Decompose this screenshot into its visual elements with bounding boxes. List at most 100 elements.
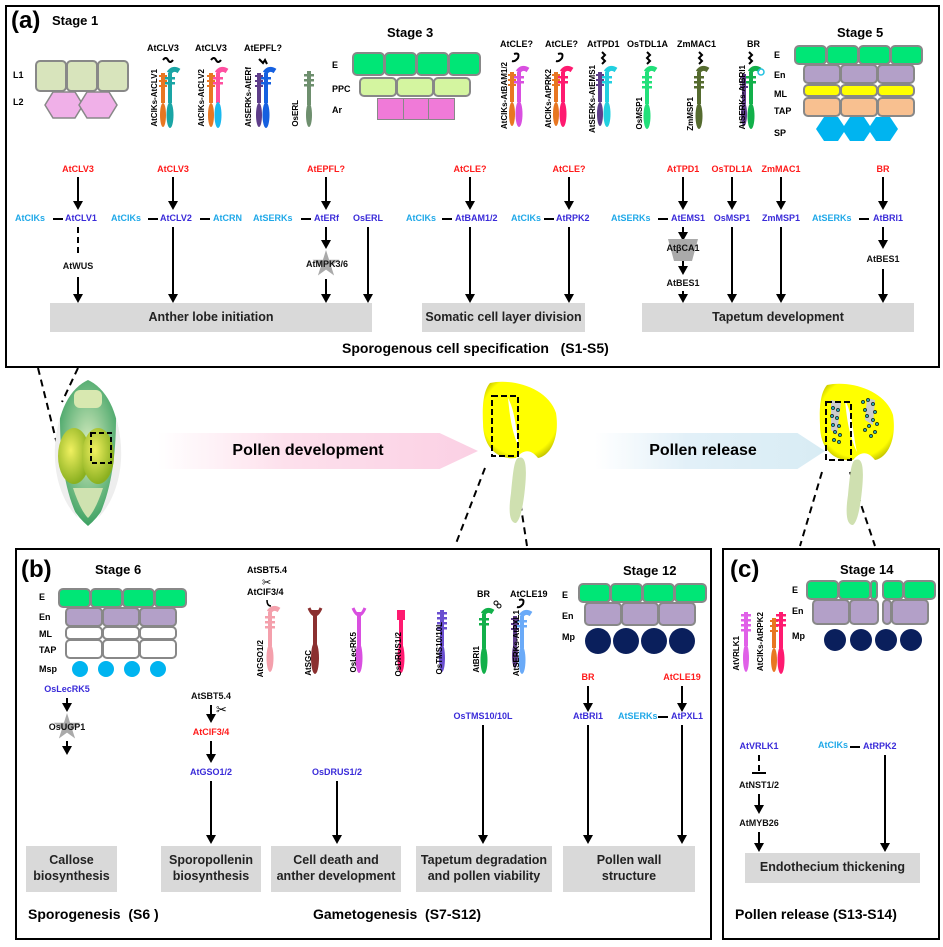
epidermis-cell xyxy=(154,588,187,608)
layer-label-ml: ML xyxy=(39,629,52,639)
receptor-ligand-label: AtTPD1 xyxy=(587,39,620,49)
tapetum-cell xyxy=(102,639,140,659)
downstream-label: AtWUS xyxy=(62,261,94,271)
arrow-head xyxy=(880,843,890,852)
layer-label-en: En xyxy=(562,611,574,621)
arrow-line xyxy=(568,177,570,201)
arrow-line xyxy=(77,177,79,201)
receptor-sgc-icon xyxy=(307,607,323,674)
sporogenous-cells xyxy=(816,117,898,141)
arrow-line xyxy=(780,227,782,295)
arrow-head xyxy=(206,754,216,763)
pollen-development-arrow: Pollen development xyxy=(158,433,478,469)
complex-bond xyxy=(859,218,869,220)
stage-1-title: Stage 1 xyxy=(52,13,99,28)
panel-b-footer-left: Sporogenesis (S6 ) xyxy=(28,906,159,922)
stage-14-title: Stage 14 xyxy=(840,562,894,577)
arrow-head xyxy=(321,240,331,249)
receptor-ostms10-icon xyxy=(437,610,447,672)
layer-label-e: E xyxy=(39,592,46,602)
receptor-ligand-label: AtCLE? xyxy=(500,39,533,49)
receptor-atvrlk1-icon xyxy=(741,612,751,672)
middle-layer-cell xyxy=(139,626,177,640)
outcome-box: Tapetum degradation and pollen viability xyxy=(416,846,552,892)
arrow-line xyxy=(210,781,212,836)
arrow-line xyxy=(336,781,338,836)
endothecium-cell xyxy=(621,602,659,626)
ligand-label: BR xyxy=(876,164,890,174)
stage-6-title: Stage 6 xyxy=(95,562,142,577)
zoom-box xyxy=(90,432,112,464)
mature-pollen xyxy=(669,628,695,654)
coreceptor-label: AtCIKs xyxy=(406,213,437,223)
coreceptor-label: AtSERKs xyxy=(611,213,651,223)
layer-label-en: En xyxy=(774,70,786,80)
receptor-name-label: AtSERKs-AtPXL1 xyxy=(512,610,521,677)
receptor-label: AtCLV2 xyxy=(160,213,192,223)
panel-b: (b) Stage 6 E En ML TAP Msp AtSBT5.4 ✂ A… xyxy=(15,548,712,940)
arrow-line xyxy=(882,177,884,201)
arrow-head xyxy=(583,703,593,712)
receptor-name-label: AtBRI1 xyxy=(472,646,481,673)
flower-bud-illustration xyxy=(54,380,122,526)
endothecium-cell xyxy=(658,602,696,626)
receptor-name-label: AtSGC xyxy=(304,650,313,676)
peptide-icon xyxy=(511,52,520,63)
receptor-ciks-rpk2-icon xyxy=(770,612,786,674)
mature-pollen xyxy=(613,628,639,654)
arrow-line xyxy=(682,177,684,201)
arrow-head xyxy=(727,201,737,210)
arrow-head xyxy=(678,201,688,210)
indirect-link xyxy=(77,227,79,253)
arrow-head xyxy=(678,294,688,303)
panel-a-footer: Sporogenous cell specification (S1-S5) xyxy=(342,340,609,356)
arrow-head xyxy=(678,266,688,275)
arrow-head xyxy=(776,294,786,303)
receptor-ligand-label: BR xyxy=(477,589,490,599)
receptor-label: OsLecRK5 xyxy=(44,684,90,694)
peptide-icon xyxy=(266,599,272,607)
scissors-icon: ✂ xyxy=(216,702,227,717)
outcome-line: structure xyxy=(601,869,657,883)
receptor-label: OsDRUS1/2 xyxy=(311,767,363,777)
layer-label-e: E xyxy=(562,590,569,600)
endothecium-cell xyxy=(812,599,850,625)
downstream-label: AtβCA1 xyxy=(666,243,700,253)
epidermis-cell xyxy=(90,588,123,608)
ligand-label: AtCLV3 xyxy=(157,164,189,174)
arrow-line xyxy=(482,725,484,836)
inhibition-bar xyxy=(752,772,766,774)
arrow-line xyxy=(66,698,68,704)
pollen-grains xyxy=(830,398,879,444)
outcome-line: Callose xyxy=(49,853,94,868)
receptor-label: AtBRI1 xyxy=(572,711,604,721)
receptor-label: AtPXL1 xyxy=(671,711,704,721)
receptor-label: AtBAM1/2 xyxy=(455,213,498,223)
outcome-line: Tapetum degradation xyxy=(420,853,548,868)
receptor-ligand-label: ZmMAC1 xyxy=(677,39,717,49)
layer-label-tap: TAP xyxy=(39,645,57,655)
arrow-line xyxy=(568,227,570,295)
coreceptor-label: AtSERKs xyxy=(812,213,852,223)
epidermis-cell xyxy=(122,588,155,608)
arrow-head xyxy=(332,835,342,844)
arrow-line xyxy=(587,725,589,836)
arrow-head xyxy=(62,746,72,755)
receptor-oslecrk5-icon xyxy=(351,607,367,673)
layer-label-msp: Msp xyxy=(39,664,57,674)
epidermis-cell xyxy=(610,583,643,603)
complex-bond xyxy=(301,218,311,220)
mature-pollen xyxy=(641,628,667,654)
panel-b-footer-right: Gametogenesis (S7-S12) xyxy=(313,906,482,922)
tapetum-cell xyxy=(65,639,103,659)
arrow-head xyxy=(677,703,687,712)
arrow-head xyxy=(465,201,475,210)
epidermis-cell xyxy=(882,580,904,600)
peptide-icon xyxy=(645,51,652,65)
layer-label-en: En xyxy=(39,612,51,622)
complex-bond xyxy=(850,746,860,748)
arrow-head xyxy=(73,201,83,210)
receptor-label: AtBRI1 xyxy=(873,213,904,223)
arrow-line xyxy=(780,177,782,201)
peptide-icon xyxy=(697,51,704,65)
